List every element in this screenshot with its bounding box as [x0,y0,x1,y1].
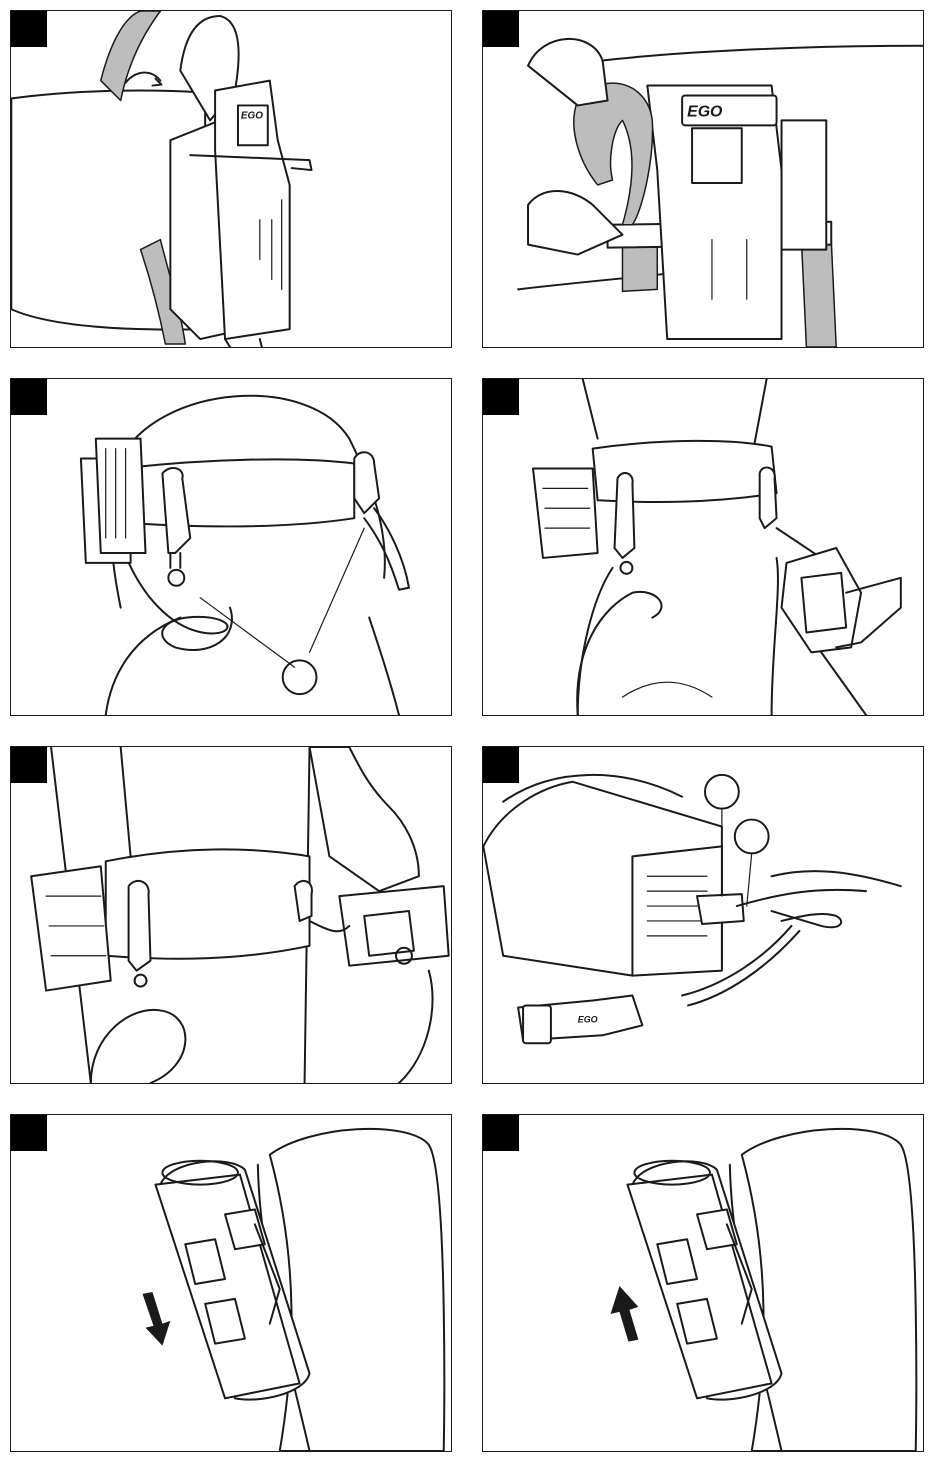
step-number-badge [11,1115,47,1151]
brand-logo: EGO [241,110,263,121]
battery-remove-illustration [11,1115,451,1451]
chainsaw-hang-illustration [483,379,923,715]
panel-step-4 [482,378,924,716]
battery-holster-attach-illustration: EGO [11,11,451,347]
hand-carry-illustration [11,747,451,1083]
step-number-badge [483,1115,519,1151]
panel-step-7 [10,1114,452,1452]
callout-circle [735,820,769,854]
step-number-badge [11,747,47,783]
arrow-up-icon [611,1286,639,1342]
step-number-badge [11,11,47,47]
callout-circle [283,660,317,694]
battery-insert-illustration [483,1115,923,1451]
arrow-down-icon [143,1292,171,1346]
strap-tighten-illustration: EGO [483,11,923,347]
power-head-cord-illustration: EGO [483,747,923,1083]
step-number-badge [483,747,519,783]
callout-circle [705,775,739,809]
panel-step-5 [10,746,452,1084]
panel-step-2: EGO [482,10,924,348]
panel-step-6: EGO [482,746,924,1084]
step-number-badge [11,379,47,415]
brand-logo: EGO [687,103,723,120]
panel-step-3 [10,378,452,716]
step-number-badge [483,379,519,415]
panel-step-8 [482,1114,924,1452]
brand-logo: EGO [578,1014,598,1024]
carabiner-hook-illustration [11,379,451,715]
step-number-badge [483,11,519,47]
panel-step-1: EGO [10,10,452,348]
